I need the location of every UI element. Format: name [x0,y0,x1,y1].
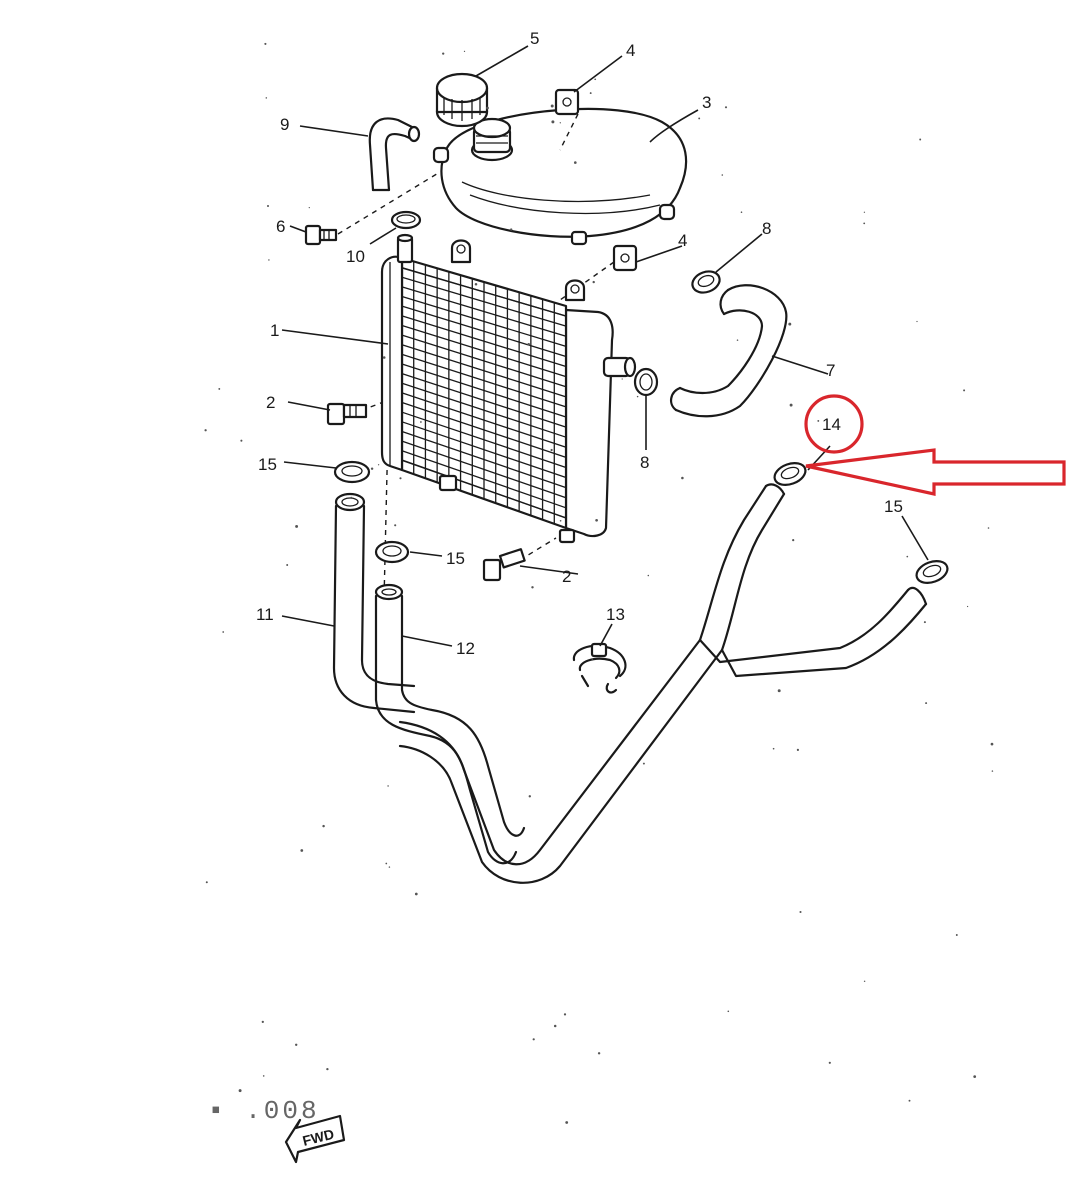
reservoir-tank [432,107,688,246]
assembly-lines [337,113,615,601]
highlight-arrow [805,448,1066,496]
clamp-10 [390,210,422,230]
callout-5: 5 [530,29,539,48]
callout-labels: 1 2 2 3 4 4 5 6 7 8 8 9 10 11 12 13 14 1… [256,29,903,658]
callout-11: 11 [256,605,274,624]
callout-14: 14 [822,415,841,434]
callout-2-lower: 2 [562,567,571,586]
callout-1: 1 [270,321,279,340]
callout-4-lower: 4 [678,231,687,250]
print-specks [204,42,994,1124]
hose-12 [374,583,526,865]
bolt-lower [482,548,526,582]
callout-9: 9 [280,115,289,134]
clamp-14 [773,462,807,486]
overflow-hose [368,117,421,192]
callout-10: 10 [346,247,365,266]
clamp-8-upper [691,270,721,294]
grommet-lower [612,244,638,272]
clamp-15-right [915,560,949,584]
figure-code: ▪ .008 [208,1096,320,1126]
callout-2-upper: 2 [266,393,275,412]
clamp-15-left [333,460,371,484]
callout-8-lower: 8 [640,453,649,472]
callout-15-middle: 15 [446,549,465,568]
callout-13: 13 [606,605,625,624]
tank-bolt [304,224,338,246]
callout-12: 12 [456,639,475,658]
radiator-cap [435,72,489,128]
hose-11 [332,492,416,714]
leader-lines [281,45,929,647]
long-hose-right [398,483,928,884]
clamp-15-middle [374,540,410,564]
filler-neck [470,117,514,162]
highlight-circle [804,394,864,454]
callout-4-upper: 4 [626,41,635,60]
callout-7: 7 [826,361,835,380]
callout-3: 3 [702,93,711,112]
radiator [380,233,637,544]
callout-15-right: 15 [884,497,903,516]
bolt-upper [326,402,368,426]
upper-hose [670,284,788,418]
callout-6: 6 [276,217,285,236]
fwd-indicator: FWD [284,1114,346,1164]
callout-8-upper: 8 [762,219,771,238]
hose-clip [572,642,627,694]
callout-15-left: 15 [258,455,277,474]
highlight-annotation [804,394,1066,496]
grommet-upper [554,88,580,116]
fwd-label: FWD [301,1126,336,1149]
clamp-8-lower [633,367,659,397]
